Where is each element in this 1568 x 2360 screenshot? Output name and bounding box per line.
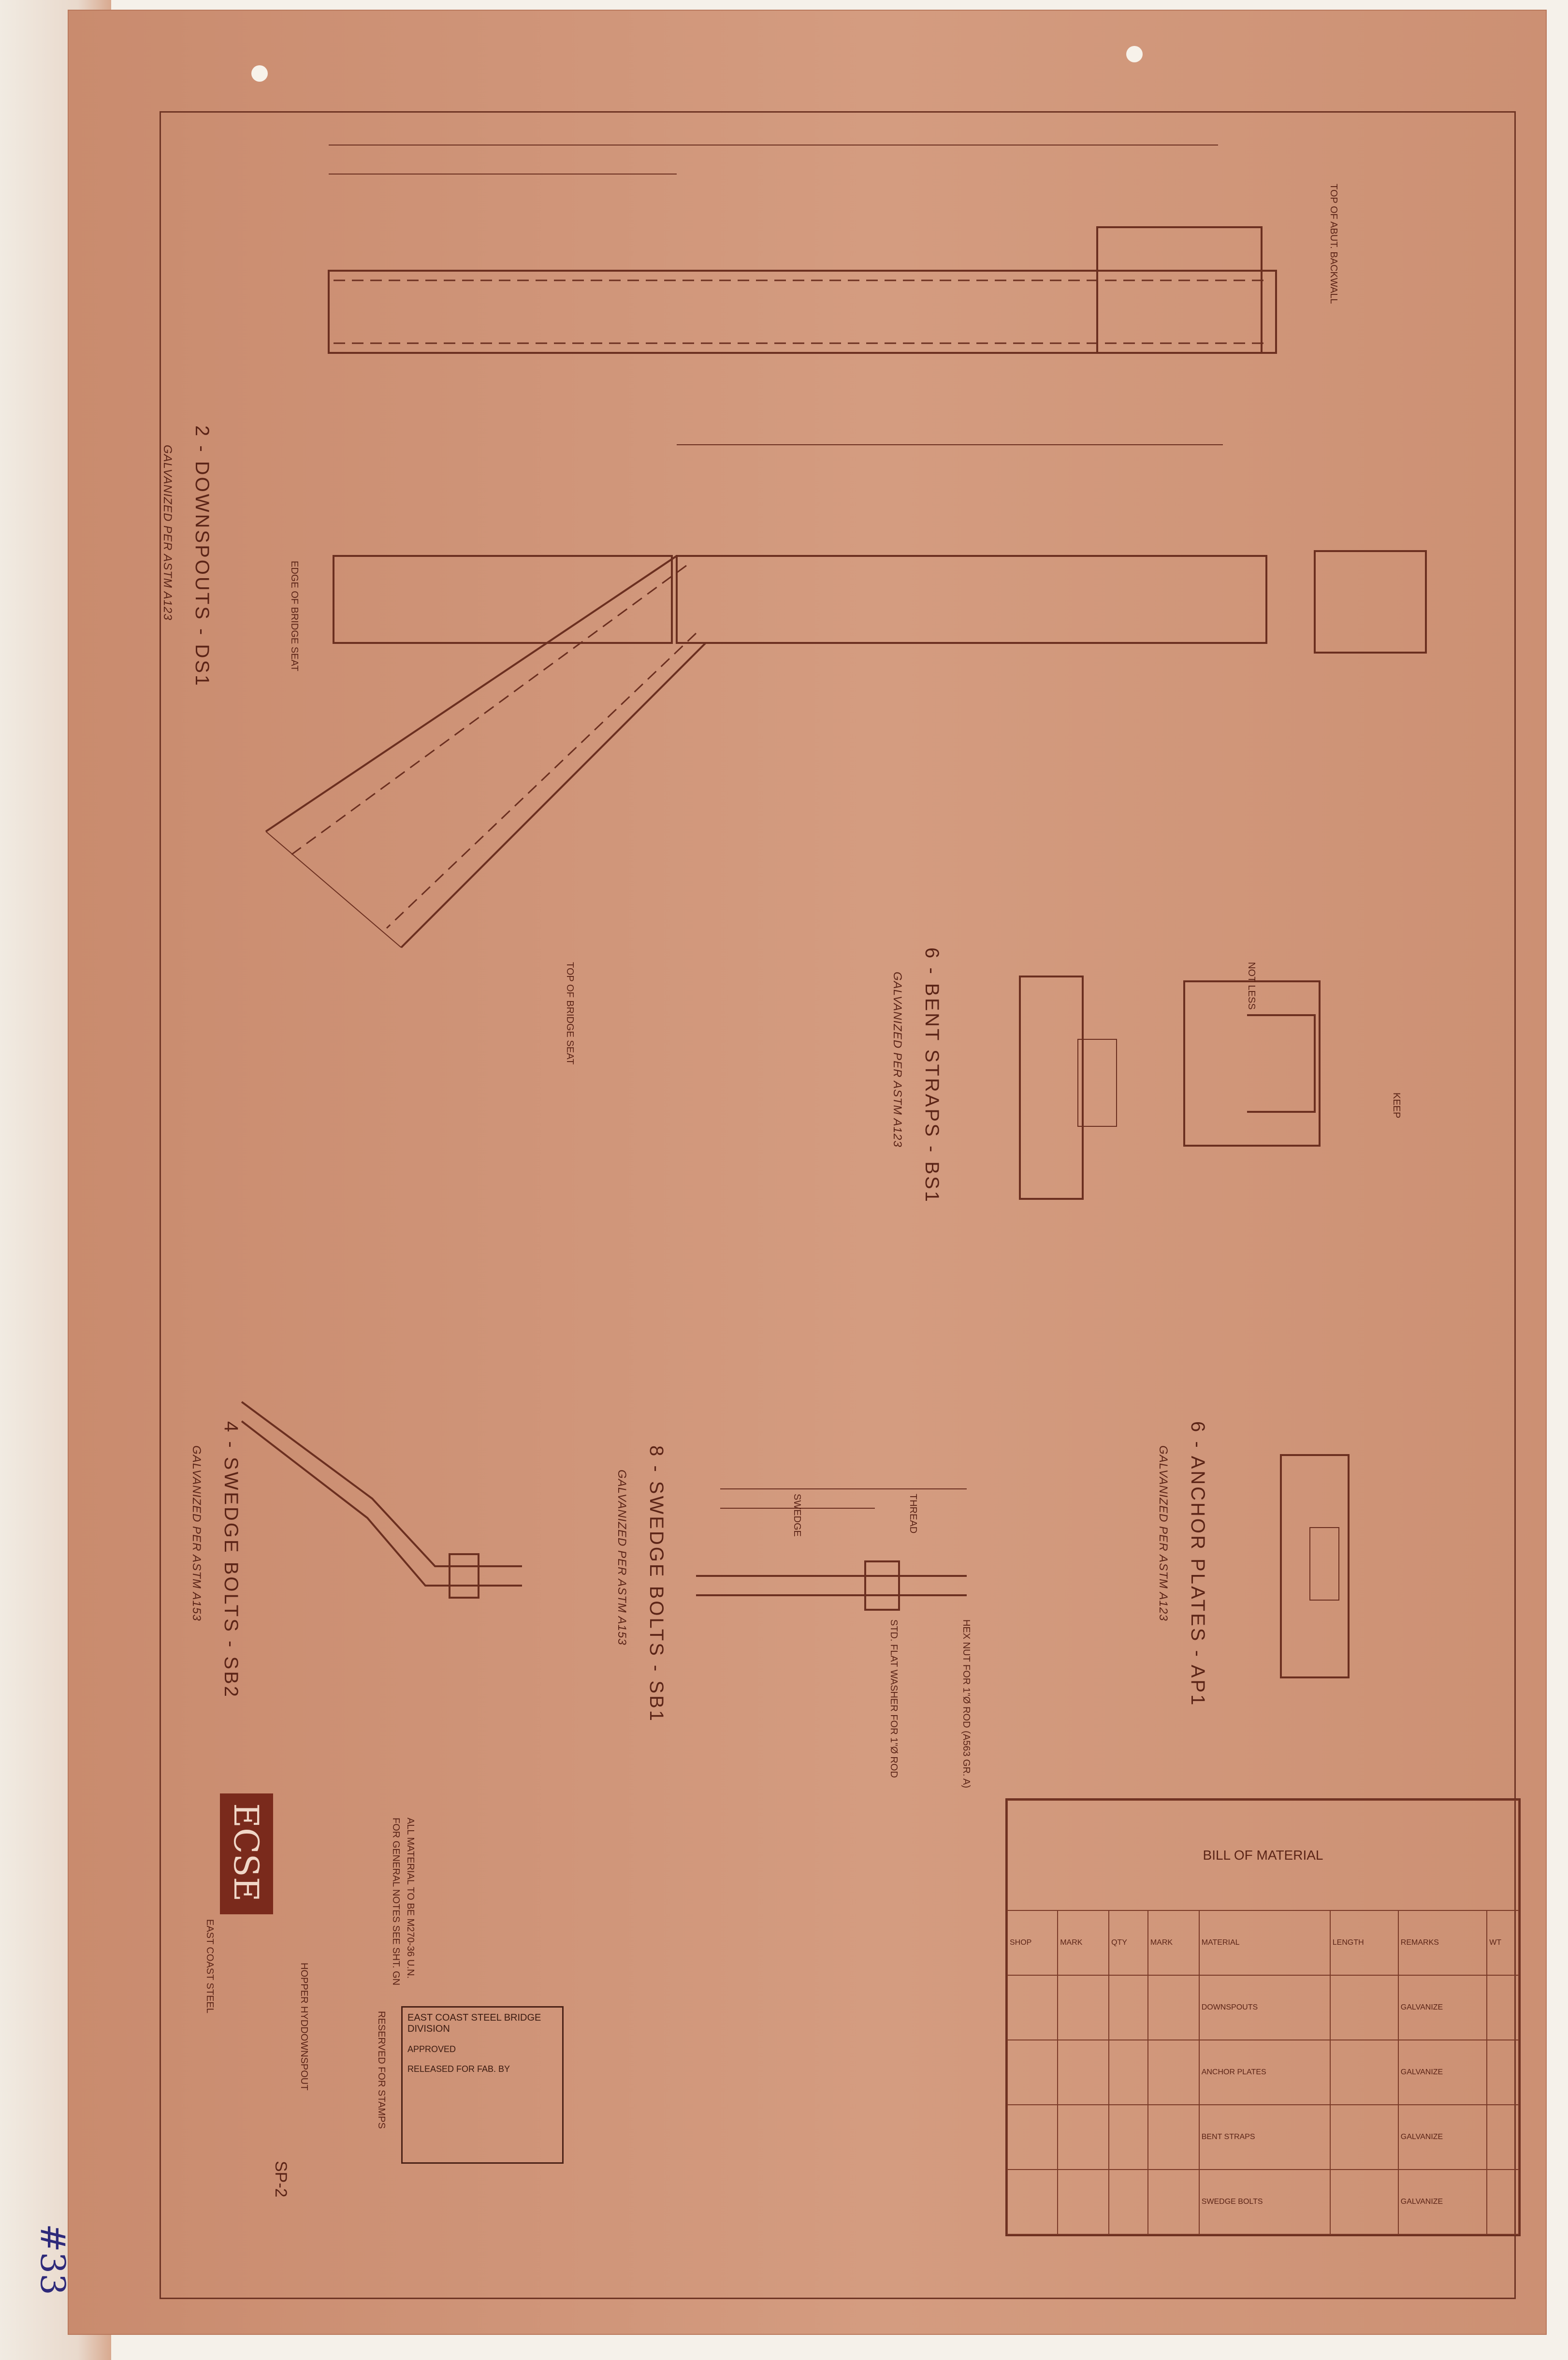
bom-remark: GALVANIZE bbox=[1397, 2169, 1488, 2235]
punch-hole bbox=[1126, 46, 1143, 62]
bom-title: BILL OF MATERIAL bbox=[1007, 1800, 1519, 1911]
bom-remark: GALVANIZE bbox=[1397, 2104, 1488, 2170]
bom-remark: GALVANIZE bbox=[1397, 1974, 1488, 2040]
hex-nut-note: HEX NUT FOR 1"Ø ROD (A563 GR. A) bbox=[961, 1619, 972, 1789]
edge-seat-label: EDGE OF BRIDGE SEAT bbox=[289, 561, 300, 671]
bom-header: MARK bbox=[1147, 1909, 1200, 1976]
general-note: ALL MATERIAL TO BE M270-36 U.N. bbox=[405, 1818, 416, 1979]
bom-group: ANCHOR PLATES bbox=[1198, 2039, 1331, 2105]
ecse-logo: ECSE bbox=[220, 1793, 273, 1914]
not-less-label: NOT LESS bbox=[1246, 962, 1257, 1010]
bom-header: MATERIAL bbox=[1198, 1909, 1331, 1976]
general-note: FOR GENERAL NOTES SEE SHT. GN bbox=[391, 1818, 401, 1986]
thread-label: THREAD bbox=[908, 1494, 918, 1534]
company-name: EAST COAST STEEL bbox=[204, 1919, 215, 2013]
stamp-released: RELEASED FOR FAB. BY bbox=[407, 2064, 510, 2074]
handwritten-number: #33 bbox=[33, 2224, 73, 2295]
top-abut-label: TOP OF ABUT. BACKWALL bbox=[1328, 184, 1339, 304]
washer-note: STD. FLAT WASHER FOR 1"Ø ROD bbox=[888, 1619, 899, 1778]
stamp-title: EAST COAST STEEL BRIDGE DIVISION bbox=[407, 2012, 541, 2034]
view-spec-downspouts: GALVANIZED PER ASTM A123 bbox=[161, 445, 174, 621]
drawing-title: HOPPER HYDDOWNSPOUT bbox=[299, 1963, 309, 2091]
view-title-downspouts: 2 - DOWNSPOUTS - DS1 bbox=[191, 425, 213, 688]
logo-text: ECSE bbox=[226, 1803, 266, 1902]
bom-header: MARK bbox=[1057, 1909, 1110, 1976]
bom-remark: GALVANIZE bbox=[1397, 2039, 1488, 2105]
bom-group: BENT STRAPS bbox=[1198, 2104, 1331, 2170]
view-title-anchor-plates: 6 - ANCHOR PLATES - AP1 bbox=[1187, 1421, 1208, 1707]
bom-header: REMARKS bbox=[1397, 1909, 1488, 1976]
view-title-bent-straps: 6 - BENT STRAPS - BS1 bbox=[921, 947, 943, 1204]
stamps-note: RESERVED FOR STAMPS bbox=[376, 2011, 387, 2129]
view-spec-bent-straps: GALVANIZED PER ASTM A123 bbox=[891, 972, 904, 1148]
bom-group: SWEDGE BOLTS bbox=[1198, 2169, 1331, 2235]
top-seat-label: TOP OF BRIDGE SEAT bbox=[565, 962, 575, 1065]
sheet-number: SP-2 bbox=[272, 2161, 290, 2198]
view-title-swedge-sb2: 4 - SWEDGE BOLTS - SB2 bbox=[220, 1421, 242, 1699]
downspout-plan bbox=[676, 555, 1267, 644]
downspout-body bbox=[328, 270, 1277, 354]
bom-header: SHOP bbox=[1006, 1909, 1059, 1976]
view-spec-anchor-plates: GALVANIZED PER ASTM A123 bbox=[1157, 1445, 1170, 1621]
keep-label: KEEP bbox=[1391, 1093, 1402, 1119]
view-spec-swedge-sb2: GALVANIZED PER ASTM A153 bbox=[190, 1445, 203, 1621]
drawing-border bbox=[160, 111, 1516, 2299]
stamp-approved: APPROVED bbox=[407, 2044, 456, 2054]
bom-header: LENGTH bbox=[1329, 1909, 1399, 1976]
bom-header: WT bbox=[1486, 1909, 1519, 1976]
view-title-swedge-sb1: 8 - SWEDGE BOLTS - SB1 bbox=[646, 1445, 667, 1723]
bom-group: DOWNSPOUTS bbox=[1198, 1974, 1331, 2040]
swedge-label: SWEDGE bbox=[792, 1494, 802, 1537]
view-spec-swedge-sb1: GALVANIZED PER ASTM A153 bbox=[615, 1470, 628, 1646]
bill-of-material: BILL OF MATERIAL SHOP MARK QTY MARK MATE… bbox=[1005, 1798, 1521, 2236]
approval-stamp: EAST COAST STEEL BRIDGE DIVISION APPROVE… bbox=[401, 2006, 564, 2164]
punch-hole bbox=[251, 65, 268, 82]
bom-header: QTY bbox=[1108, 1909, 1148, 1976]
